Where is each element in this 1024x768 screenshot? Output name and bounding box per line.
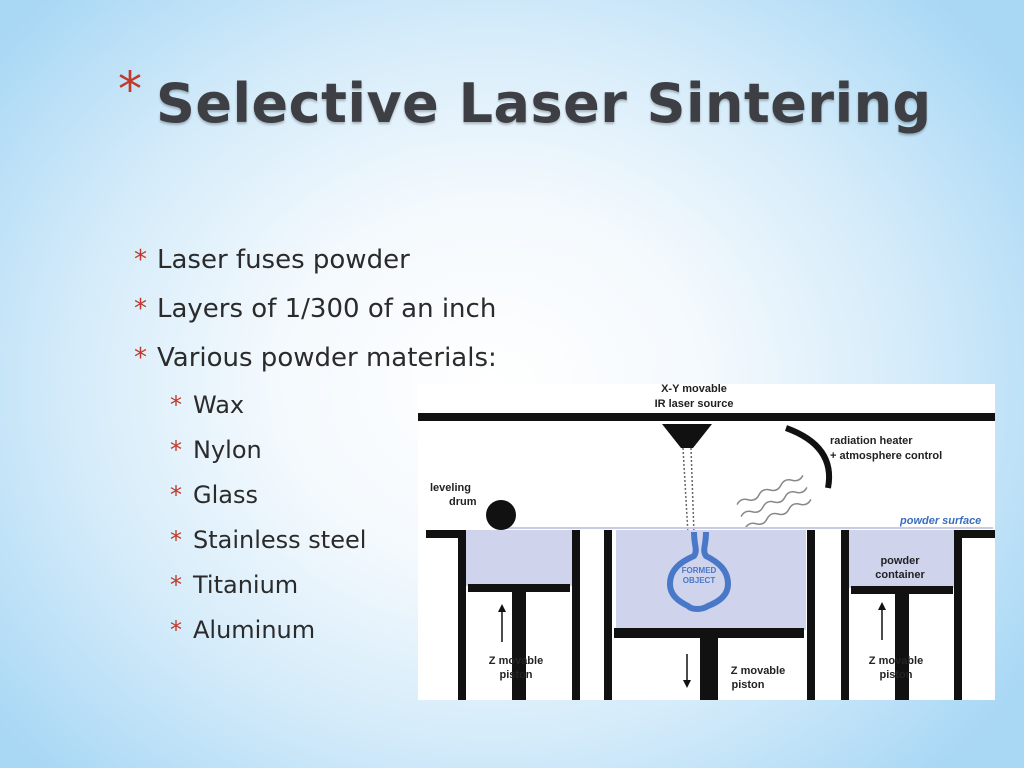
bullet-text: Various powder materials:: [157, 343, 497, 373]
sub-bullet-item: * Titanium: [132, 563, 497, 608]
formed-object-label-1: FORMED: [682, 566, 717, 575]
wall: [458, 530, 466, 700]
sls-diagram: X-Y movable IR laser source radiation he…: [418, 384, 995, 700]
bullet-star: *: [134, 245, 147, 275]
laser-source-label-2: IR laser source: [655, 398, 734, 410]
powder-container-fill: [848, 530, 958, 588]
bullet-item: * Various powder materials:: [132, 334, 497, 383]
leveling-drum-label-2: drum: [449, 496, 477, 508]
piston-plate-right: [851, 586, 953, 594]
bullet-text: Laser fuses powder: [157, 245, 410, 275]
sub-bullet-item: * Wax: [132, 383, 497, 428]
piston-plate-center: [614, 628, 804, 638]
bullet-text: Wax: [193, 391, 245, 419]
sls-diagram-svg: X-Y movable IR laser source radiation he…: [418, 384, 995, 700]
bullet-text: Stainless steel: [193, 526, 367, 554]
heat-wave: [740, 486, 808, 518]
formed-object-label-2: OBJECT: [683, 576, 716, 585]
right-piston-label-2: piston: [880, 669, 913, 681]
laser-beam: [690, 447, 695, 535]
bullet-star: *: [170, 526, 182, 554]
heater-label-1: radiation heater: [830, 435, 913, 447]
bullet-item: * Layers of 1/300 of an inch: [132, 285, 497, 334]
piston-plate-left: [468, 584, 570, 592]
sub-bullet-item: * Stainless steel: [132, 518, 497, 563]
bullet-star: *: [170, 391, 182, 419]
powder-container-label-2: container: [875, 569, 925, 581]
bullet-star: *: [170, 616, 182, 644]
bullet-star: *: [170, 481, 182, 509]
left-piston-label-1: Z movable: [489, 655, 543, 667]
bullet-text: Glass: [193, 481, 258, 509]
heat-wave: [736, 474, 804, 506]
heat-wave: [744, 498, 812, 530]
wall: [841, 530, 849, 700]
powder-container-label-1: powder: [880, 555, 920, 567]
center-piston-label-2: piston: [732, 679, 765, 691]
bullet-star: *: [170, 436, 182, 464]
center-piston-label-1: Z movable: [731, 665, 785, 677]
piston-rod-center: [700, 638, 718, 700]
heater-label-2: + atmosphere control: [830, 450, 942, 462]
bullet-star: *: [170, 571, 182, 599]
bullet-star: *: [134, 294, 147, 324]
wall: [954, 530, 962, 700]
powder-left: [464, 530, 572, 586]
wall: [572, 530, 580, 700]
laser-head: [662, 424, 712, 448]
wall-top-left: [426, 530, 466, 538]
slide-title: Selective Laser Sintering: [156, 72, 932, 135]
piston-rod-right: [895, 594, 909, 700]
wall-top-right: [954, 530, 995, 538]
title-bullet-star: *: [118, 62, 142, 118]
arrow-down-icon: [683, 680, 691, 688]
radiation-heater: [784, 425, 833, 489]
sub-bullet-item: * Nylon: [132, 428, 497, 473]
bullet-text: Titanium: [193, 571, 299, 599]
bullet-list: * Laser fuses powder * Layers of 1/300 of …: [132, 236, 497, 653]
bullet-text: Layers of 1/300 of an inch: [157, 294, 497, 324]
bullet-star: *: [134, 343, 147, 373]
leveling-drum-label-1: leveling: [430, 482, 471, 494]
bullet-text: Aluminum: [193, 616, 316, 644]
wall: [604, 530, 612, 700]
leveling-drum: [486, 500, 516, 530]
left-piston-label-2: piston: [500, 669, 533, 681]
sub-bullet-item: * Glass: [132, 473, 497, 518]
piston-rod-left: [512, 592, 526, 700]
formed-object: [666, 531, 732, 612]
sub-bullet-item: * Aluminum: [132, 608, 497, 653]
laser-source-label-1: X-Y movable: [661, 384, 727, 395]
top-rail: [418, 413, 995, 421]
arrow-up-icon: [498, 604, 506, 612]
powder-surface-label: powder surface: [899, 515, 981, 527]
arrow-up-icon: [878, 602, 886, 610]
laser-beam: [682, 447, 689, 535]
wall: [807, 530, 815, 700]
bullet-item: * Laser fuses powder: [132, 236, 497, 285]
right-piston-label-1: Z movable: [869, 655, 923, 667]
bullet-text: Nylon: [193, 436, 262, 464]
